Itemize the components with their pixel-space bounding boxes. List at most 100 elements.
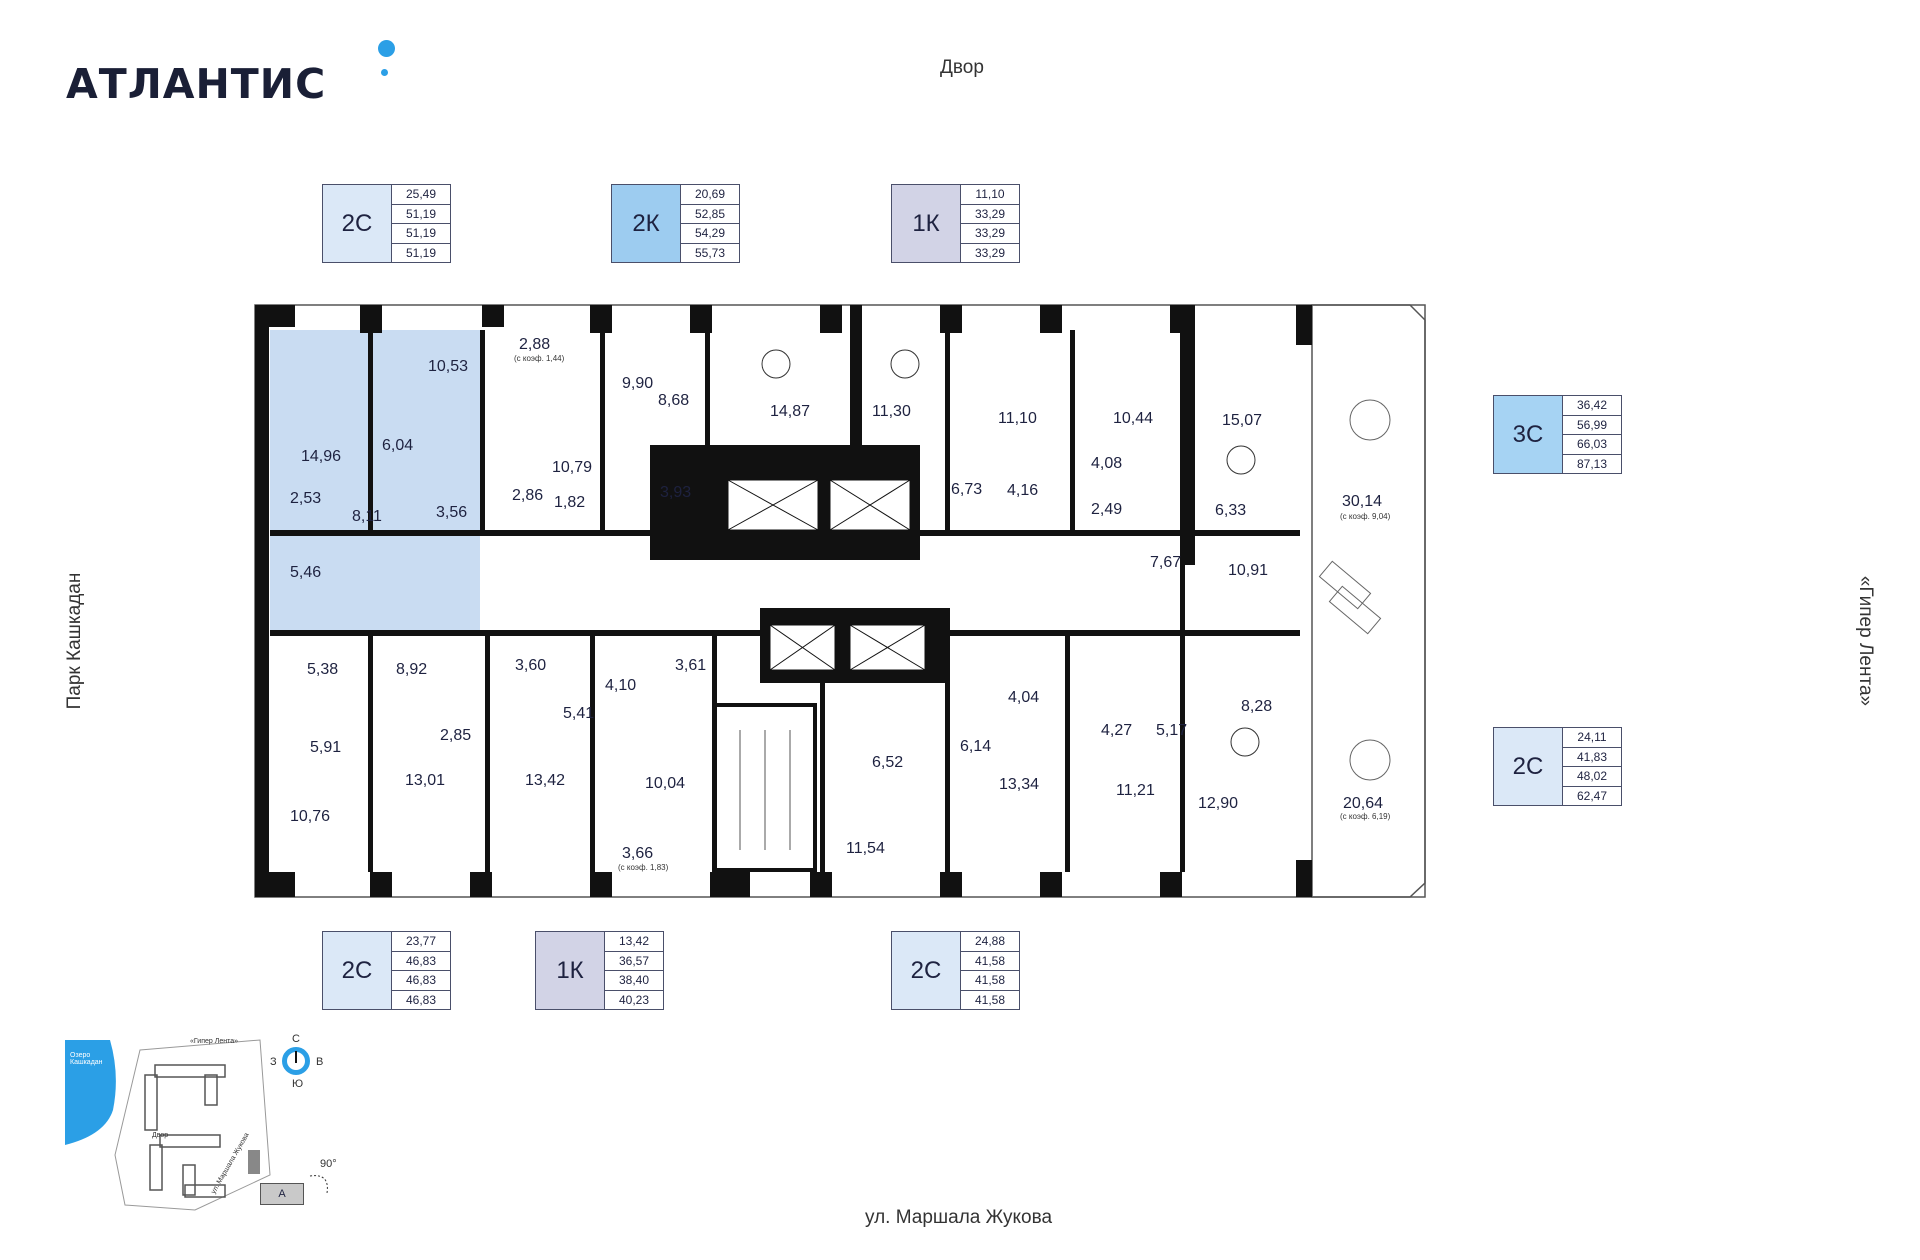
wall-corner: [255, 305, 295, 327]
area-value: 41,58: [961, 970, 1019, 990]
room-area: 5,41: [563, 705, 595, 722]
compass-south: Ю: [292, 1078, 304, 1090]
terrace-furniture: [1318, 399, 1391, 781]
apartment-type: 2С: [322, 184, 392, 263]
room-area: 3,56: [436, 504, 468, 521]
room-area: 9,90: [622, 375, 654, 392]
apartment-card[interactable]: 2С 24,88 41,58 41,58 41,58: [891, 931, 1020, 1010]
area-value: 41,58: [961, 989, 1019, 1010]
minimap-lake-label: Озеро Кашкадан: [70, 1052, 103, 1066]
area-value: 46,83: [392, 989, 450, 1010]
area-value: 51,19: [392, 203, 450, 224]
area-value: 33,29: [961, 203, 1019, 224]
room-area: 6,73: [951, 481, 983, 498]
room-area: 15,07: [1222, 412, 1263, 429]
area-value: 23,77: [405, 934, 437, 949]
room-area: 13,01: [405, 772, 446, 789]
wall-left: [255, 305, 269, 895]
room-area: 6,14: [960, 738, 992, 755]
room-area: 4,16: [1007, 482, 1039, 499]
area-value: 36,42: [1576, 398, 1608, 413]
apartment-type: 3С: [1493, 395, 1563, 474]
area-value: 48,02: [1563, 766, 1621, 786]
wall-corner: [255, 872, 295, 897]
apartment-type: 1К: [891, 184, 961, 263]
room-area: 5,17: [1156, 722, 1188, 739]
bottom-piers: [370, 872, 1182, 897]
apartment-card[interactable]: 2К 20,69 52,85 54,29 55,73: [611, 184, 740, 263]
room-area: 14,87: [770, 403, 811, 420]
brand-logo: АТЛАНТИС: [66, 60, 327, 108]
area-value: 54,29: [681, 223, 739, 243]
compass-west: З: [270, 1056, 277, 1068]
area-coefficient-note: (с коэф. 1,83): [618, 863, 669, 872]
area-value: 66,03: [1563, 434, 1621, 454]
area-value: 24,11: [1577, 730, 1607, 745]
area-value: 41,83: [1563, 746, 1621, 767]
compass-north: С: [292, 1033, 300, 1045]
room-area: 6,52: [872, 754, 904, 771]
room-area: 13,34: [999, 776, 1040, 793]
compass-east: В: [316, 1056, 324, 1068]
area-value: 87,13: [1563, 453, 1621, 474]
room-area: 8,11: [352, 508, 382, 525]
buildings-outline: [144, 1064, 226, 1198]
room-area: 2,86: [512, 487, 544, 504]
area-coefficient-note: (с коэф. 6,19): [1340, 812, 1391, 821]
area-value: 41,58: [961, 950, 1019, 971]
room-area: 5,91: [310, 739, 342, 756]
room-area: 7,67: [1150, 554, 1182, 571]
area-value: 56,99: [1563, 414, 1621, 435]
compass-icon: [282, 1047, 310, 1075]
area-value: 40,23: [605, 989, 663, 1010]
apartment-type: 2С: [1493, 727, 1563, 806]
apartment-card[interactable]: 1К 13,42 36,57 38,40 40,23: [535, 931, 664, 1010]
area-value: 20,69: [694, 187, 726, 202]
room-area: 8,68: [658, 392, 690, 409]
apartment-card[interactable]: 2С 24,11 41,83 48,02 62,47: [1493, 727, 1622, 806]
room-area: 3,61: [675, 657, 707, 674]
room-area: 8,92: [396, 661, 428, 678]
apartment-type: 2С: [322, 931, 392, 1010]
area-value: 52,85: [681, 203, 739, 224]
section-letter: А: [278, 1188, 286, 1200]
area-value: 13,42: [618, 934, 650, 949]
apartment-card[interactable]: 2С 23,77 46,83 46,83 46,83: [322, 931, 451, 1010]
room-area: 10,53: [428, 358, 469, 375]
label-bottom-street: ул. Маршала Жукова: [865, 1207, 1053, 1228]
apartment-type: 1К: [535, 931, 605, 1010]
compass-needle: [295, 1051, 297, 1063]
room-area: 10,44: [1113, 410, 1154, 427]
room-area: 3,66: [622, 845, 654, 862]
room-area: 3,60: [515, 657, 547, 674]
section-indicator: А: [260, 1183, 304, 1205]
area-value: 46,83: [392, 950, 450, 971]
area-value: 25,49: [405, 187, 437, 202]
apartment-card[interactable]: 1К 11,10 33,29 33,29 33,29: [891, 184, 1020, 263]
top-piers: [360, 305, 1195, 565]
rotation-arrow-icon: [309, 1175, 328, 1194]
room-area: 10,76: [290, 808, 331, 825]
area-value: 33,29: [961, 223, 1019, 243]
area-value: 62,47: [1563, 785, 1621, 806]
apartment-card[interactable]: 2С 25,49 51,19 51,19 51,19: [322, 184, 451, 263]
room-area: 8,28: [1241, 698, 1273, 715]
rotation-angle: 90°: [320, 1158, 337, 1170]
apartment-type: 2С: [891, 931, 961, 1010]
section-marker: [248, 1150, 260, 1174]
partitions: [368, 330, 1185, 872]
room-area: 1,82: [554, 494, 586, 511]
dining-tables: [761, 349, 1260, 757]
site-minimap: [65, 1039, 271, 1211]
site-boundary: [114, 1039, 271, 1211]
room-area: 3,93: [660, 484, 692, 501]
room-area: 11,30: [872, 403, 911, 420]
room-area: 30,14: [1342, 493, 1383, 510]
apartment-card[interactable]: 3С 36,42 56,99 66,03 87,13: [1493, 395, 1622, 474]
wall-corner: [1296, 860, 1312, 897]
room-area: 4,04: [1008, 689, 1040, 706]
wall-corner: [1296, 305, 1312, 345]
logo-dot-small-icon: [381, 69, 388, 76]
apartment-type: 2К: [611, 184, 681, 263]
